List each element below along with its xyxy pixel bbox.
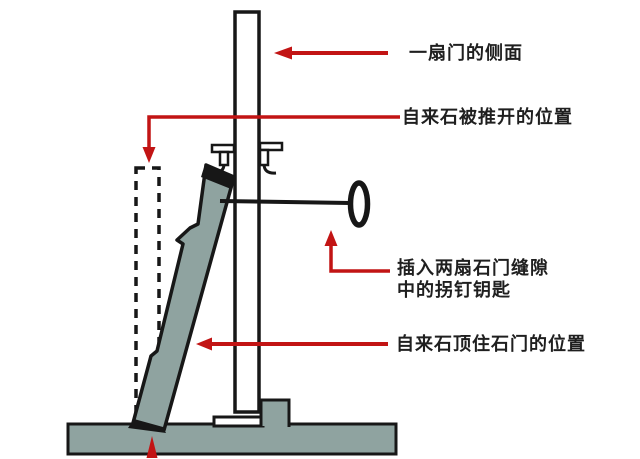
label-key-inserted-line2: 中的拐钉钥匙: [397, 280, 511, 300]
arrow-stone-bracing-position: [196, 337, 388, 351]
label-stone-pushed-position: 自来石被推开的位置: [402, 107, 573, 127]
door-sill-step: [212, 415, 265, 428]
label-stone-bracing-position: 自来石顶住石门的位置: [396, 334, 586, 354]
arrow-stone-pushed-position: [142, 115, 400, 163]
door-sill-block: [262, 400, 288, 426]
key-rod: [219, 199, 351, 205]
label-door-side: 一扇门的侧面: [409, 43, 523, 63]
stone-foot-contact: [128, 419, 166, 433]
door-panel-side: [233, 10, 261, 414]
door-latch-right-hook: [258, 141, 284, 175]
label-key-inserted: 插入两扇石门缝隙 中的拐钉钥匙: [397, 257, 549, 301]
arrow-stone-foot: [146, 436, 158, 458]
self-locking-stone: [131, 163, 236, 432]
stone-pushed-position-dashed-outline: [134, 166, 161, 422]
door-sill-block-outline: [259, 398, 291, 427]
arrow-key-gap: [324, 230, 390, 273]
arrow-door-side: [274, 46, 388, 60]
floor-slab: [66, 422, 398, 456]
label-key-inserted-line1: 插入两扇石门缝隙: [397, 258, 549, 278]
key-handle-loop: [347, 180, 371, 228]
stone-top-cap: [201, 164, 235, 189]
